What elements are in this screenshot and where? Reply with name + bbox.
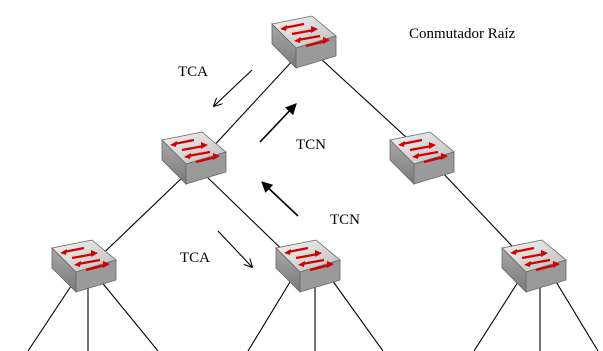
tca-bottom-arrow bbox=[217, 230, 252, 267]
link-lines bbox=[27, 57, 599, 351]
tca-bottom-label: TCA bbox=[180, 250, 210, 266]
tcn-lower-arrow bbox=[261, 181, 299, 217]
tcn-upper-label: TCN bbox=[296, 137, 326, 153]
switch-bottom-middle-icon bbox=[274, 238, 342, 294]
root-switch-label: Conmutador Raíz bbox=[409, 26, 516, 42]
switch-bottom-right-icon bbox=[500, 238, 568, 294]
switch-right-mid-icon bbox=[388, 130, 456, 186]
switch-bottom-left-icon bbox=[50, 238, 118, 294]
tca-top-label: TCA bbox=[178, 64, 208, 80]
tca-top-arrow bbox=[214, 69, 253, 106]
tcn-lower-label: TCN bbox=[330, 212, 360, 228]
root-switch-icon bbox=[270, 14, 338, 70]
switch-left-mid-icon bbox=[160, 130, 228, 186]
tcn-upper-arrow bbox=[259, 103, 297, 143]
